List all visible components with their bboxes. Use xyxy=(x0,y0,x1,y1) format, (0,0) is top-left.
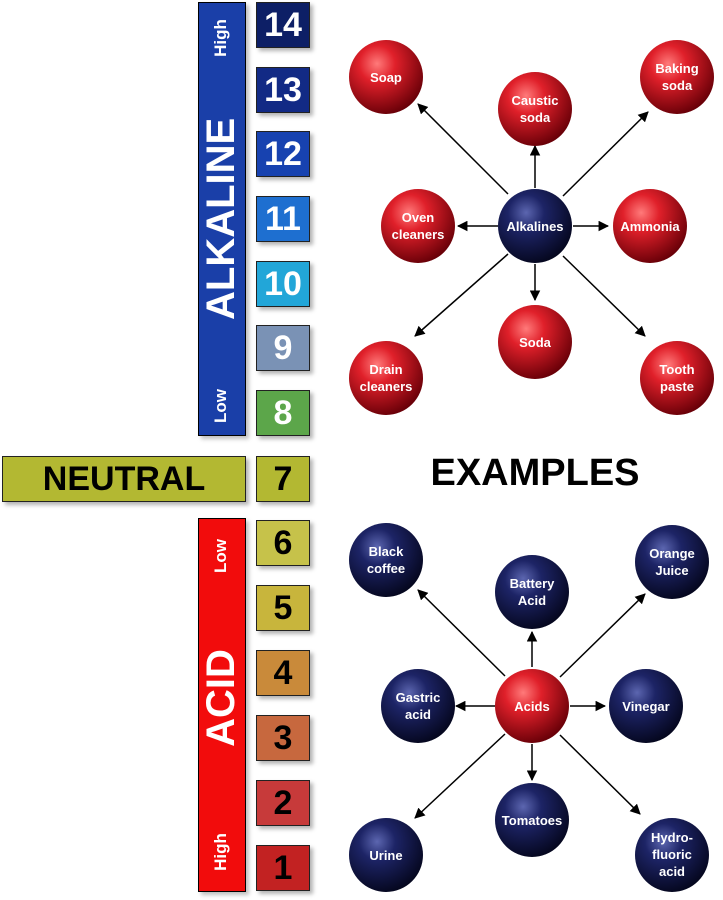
examples-title: EXAMPLES xyxy=(430,452,640,494)
ph-12-box: 12 xyxy=(256,131,310,177)
tomatoes-label: Tomatoes xyxy=(502,813,562,828)
gastric-acid-ball xyxy=(381,669,455,743)
ph-14-box: 14 xyxy=(256,2,310,48)
urine-ball xyxy=(349,818,423,892)
alkaline-arrows xyxy=(414,103,649,337)
ph-1-box: 1 xyxy=(256,845,310,891)
soda-ball xyxy=(498,305,572,379)
tooth-paste-ball xyxy=(640,341,714,415)
alkalines-center-ball xyxy=(498,189,572,263)
tomatoes-ball xyxy=(495,783,569,857)
ph-8-box: 8 xyxy=(256,390,310,436)
oven-cleaners-ball xyxy=(381,189,455,263)
ph-7-box: 7 xyxy=(256,456,310,502)
orange-juice-ball xyxy=(635,525,709,599)
ph-9-box: 9 xyxy=(256,325,310,371)
acids-center-ball xyxy=(495,669,569,743)
hydrofluoric-acid-ball xyxy=(635,818,709,892)
acids-center-label: Acids xyxy=(514,699,549,714)
ph-10-box: 10 xyxy=(256,261,310,307)
soap-ball xyxy=(349,40,423,114)
black-coffee-ball xyxy=(349,523,423,597)
vinegar-label: Vinegar xyxy=(622,699,669,714)
ph-4-box: 4 xyxy=(256,650,310,696)
drain-cleaners-ball xyxy=(349,341,423,415)
ph-6-box: 6 xyxy=(256,520,310,566)
soap-label: Soap xyxy=(370,70,402,85)
ammonia-ball xyxy=(613,189,687,263)
acid-arrows xyxy=(414,589,646,819)
ph-11-box: 11 xyxy=(256,196,310,242)
caustic-soda-ball xyxy=(498,72,572,146)
battery-acid-ball xyxy=(495,555,569,629)
ph-3-box: 3 xyxy=(256,715,310,761)
alkaline-bar xyxy=(198,2,246,436)
ph-13-box: 13 xyxy=(256,67,310,113)
baking-soda-ball xyxy=(640,40,714,114)
ammonia-label: Ammonia xyxy=(620,219,680,234)
urine-label: Urine xyxy=(369,848,402,863)
acid-bar xyxy=(198,518,246,892)
ph-5-box: 5 xyxy=(256,585,310,631)
vinegar-ball xyxy=(609,669,683,743)
soda-label: Soda xyxy=(519,335,552,350)
ph-2-box: 2 xyxy=(256,780,310,826)
neutral-label: NEUTRAL xyxy=(2,456,246,502)
alkalines-center-label: Alkalines xyxy=(506,219,563,234)
